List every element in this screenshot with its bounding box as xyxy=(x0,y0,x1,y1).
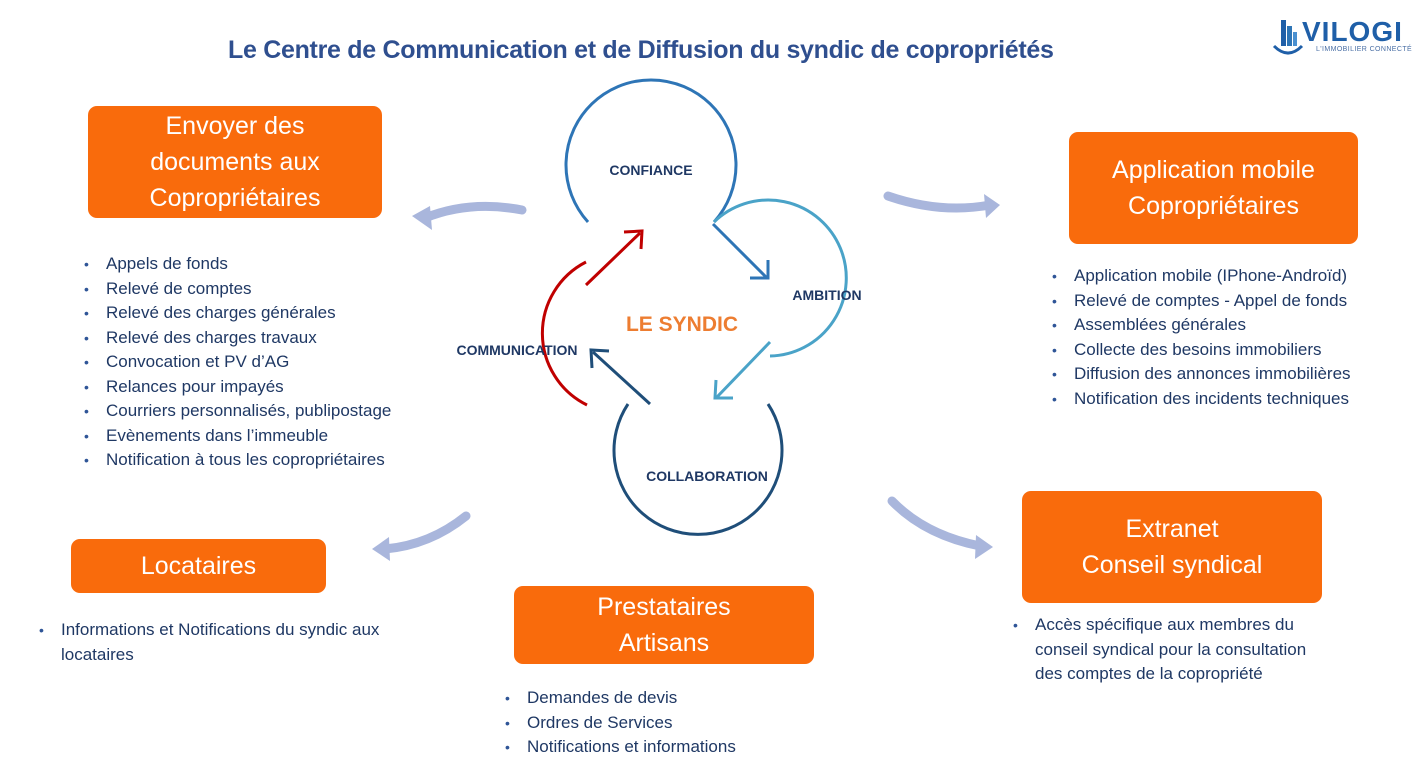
panel-locataires-title: Locataires xyxy=(71,539,326,593)
arrow-confiance-to-ambition xyxy=(711,222,770,280)
list-item: Relances pour impayés xyxy=(78,375,438,400)
list-item: Appels de fonds xyxy=(78,252,438,277)
list-item: Accès spécifique aux membres du conseil … xyxy=(1007,613,1327,687)
list-item: Relevé de comptes xyxy=(78,277,438,302)
extranet-list: Accès spécifique aux membres du conseil … xyxy=(1007,613,1327,687)
list-item: Application mobile (IPhone-Androïd) xyxy=(1046,264,1421,289)
list-item: Notifications et informations xyxy=(499,735,829,760)
ambition-arc xyxy=(712,198,848,358)
list-item: Relevé des charges travaux xyxy=(78,326,438,351)
documents-list: Appels de fonds Relevé de comptes Relevé… xyxy=(78,252,438,473)
collaboration-arc xyxy=(612,403,784,536)
arrow-collaboration-to-communication xyxy=(589,348,652,406)
step-collaboration: COLLABORATION xyxy=(646,468,768,484)
list-item: Courriers personnalisés, publipostage xyxy=(78,399,438,424)
logo-tagline: L'IMMOBILIER CONNECTÉ xyxy=(1316,46,1413,53)
list-item: Ordres de Services xyxy=(499,711,829,736)
communication-arc xyxy=(540,260,588,407)
list-item: Demandes de devis xyxy=(499,686,829,711)
flow-arrow-locataires xyxy=(372,511,471,561)
list-item: Convocation et PV d’AG xyxy=(78,350,438,375)
page-title: Le Centre de Communication et de Diffusi… xyxy=(228,36,1054,64)
building-icon xyxy=(1272,20,1304,55)
locataires-list: Informations et Notifications du syndic … xyxy=(33,618,403,667)
logo-word: VILOGI xyxy=(1302,16,1403,47)
vilogi-logo: VILOGI L'IMMOBILIER CONNECTÉ xyxy=(1272,14,1422,58)
center-label-syndic: LE SYNDIC xyxy=(626,313,738,336)
flow-arrow-mobile xyxy=(883,191,1000,218)
list-item: Notification des incidents techniques xyxy=(1046,387,1421,412)
flow-arrow-documents xyxy=(412,201,527,230)
list-item: Relevé des charges générales xyxy=(78,301,438,326)
panel-mobile-title: Application mobile Copropriétaires xyxy=(1069,132,1358,244)
list-item: Diffusion des annonces immobilières xyxy=(1046,362,1421,387)
list-item: Notification à tous les copropriétaires xyxy=(78,448,438,473)
step-communication: COMMUNICATION xyxy=(456,342,577,358)
step-ambition: AMBITION xyxy=(792,287,861,303)
list-item: Assemblées générales xyxy=(1046,313,1421,338)
mobile-list: Application mobile (IPhone-Androïd) Rele… xyxy=(1046,264,1421,411)
list-item: Relevé de comptes - Appel de fonds xyxy=(1046,289,1421,314)
panel-prestataires-title: Prestataires Artisans xyxy=(514,586,814,664)
list-item: Collecte des besoins immobiliers xyxy=(1046,338,1421,363)
list-item: Evènements dans l’immeuble xyxy=(78,424,438,449)
confiance-arc xyxy=(564,78,738,224)
arrow-communication-to-confiance xyxy=(584,229,644,287)
panel-extranet-title: Extranet Conseil syndical xyxy=(1022,491,1322,603)
flow-arrow-extranet xyxy=(887,496,993,559)
prestataires-list: Demandes de devis Ordres de Services Not… xyxy=(499,686,829,760)
arrow-ambition-to-collaboration xyxy=(713,340,772,400)
step-confiance: CONFIANCE xyxy=(609,162,692,178)
list-item: Informations et Notifications du syndic … xyxy=(33,618,403,667)
panel-documents-title: Envoyer des documents aux Copropriétaire… xyxy=(88,106,382,218)
